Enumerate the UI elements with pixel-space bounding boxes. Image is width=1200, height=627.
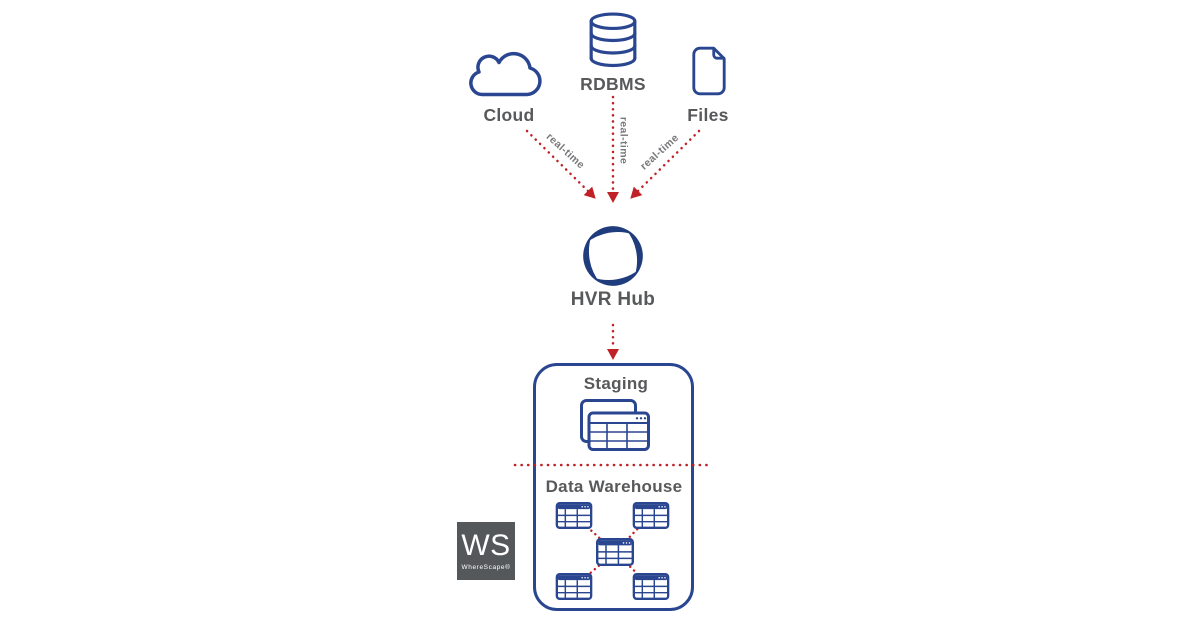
source-label-rdbms: RDBMS: [580, 74, 646, 94]
wherescape-logo: WS WhereScape®: [457, 522, 515, 580]
realtime-label-files: real-time: [638, 131, 682, 173]
wherescape-logo-initials: WS: [461, 529, 511, 562]
wherescape-logo-name: WhereScape®: [461, 564, 511, 571]
cloud-icon: [469, 51, 542, 97]
staging-label: Staging: [583, 374, 649, 393]
warehouse-table-icon: [555, 573, 593, 600]
hub-label: HVR Hub: [570, 289, 656, 310]
data-warehouse-label: Data Warehouse: [545, 477, 683, 496]
warehouse-table-icon: [632, 573, 670, 600]
hub-to-staging-arrow: [607, 323, 619, 360]
database-icon: [589, 12, 637, 68]
warehouse-table-icon: [596, 538, 634, 566]
hvr-hub-icon: [583, 226, 643, 286]
source-label-files: Files: [687, 105, 729, 125]
file-icon: [692, 46, 726, 96]
warehouse-table-icon: [555, 502, 593, 529]
realtime-label-cloud: real-time: [543, 130, 587, 172]
source-label-cloud: Cloud: [483, 105, 535, 125]
staging-tables-icon: [580, 399, 650, 451]
warehouse-table-icon: [632, 502, 670, 529]
realtime-label-rdbms: real-time: [617, 116, 630, 165]
